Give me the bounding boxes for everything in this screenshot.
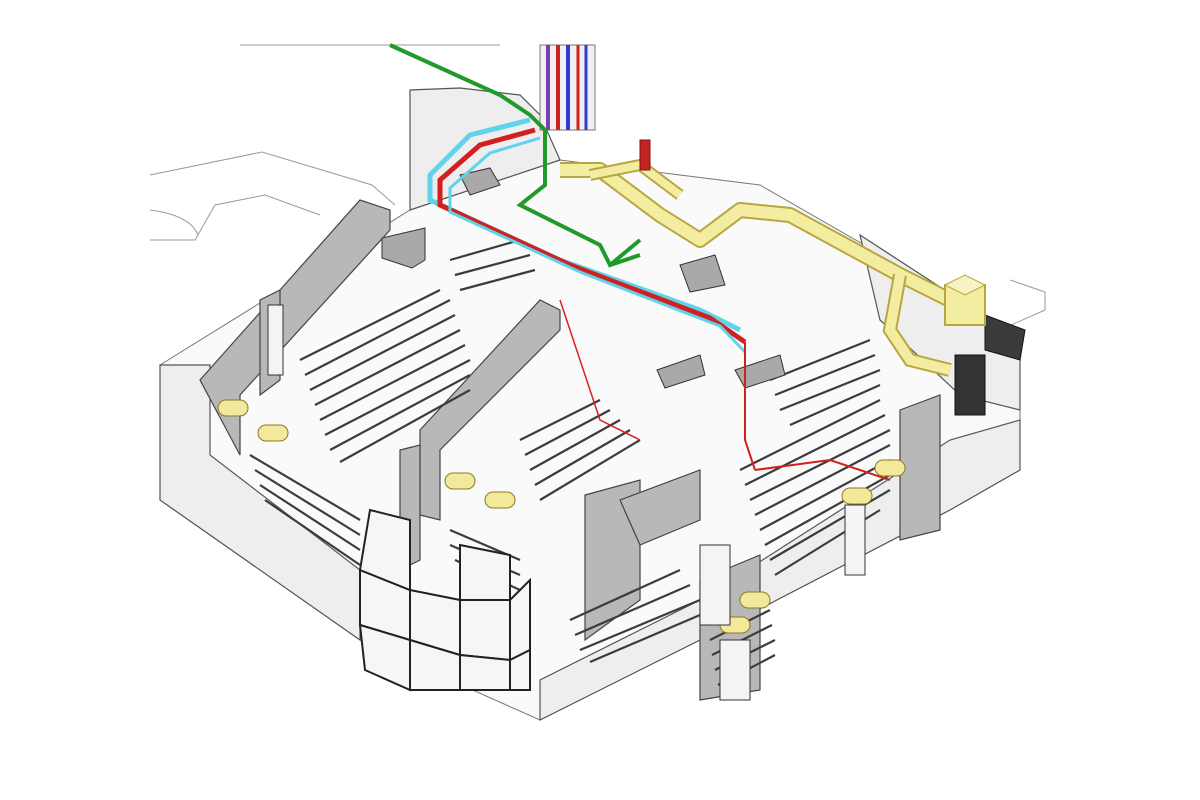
radiators [217, 399, 906, 634]
floor-coil-room-left [249, 289, 471, 566]
manifold-box-center [656, 354, 706, 389]
boiler-unit [459, 167, 501, 196]
radiator [874, 459, 906, 477]
radiator [444, 472, 476, 490]
door-frames [267, 304, 866, 701]
heating-pipes [427, 117, 891, 481]
equipment [381, 167, 1026, 416]
ahu-dark-panel [984, 314, 1026, 361]
floor-coil-room-upper [449, 238, 536, 292]
supply-pipe-center [559, 299, 641, 441]
site-outline [149, 44, 1046, 331]
drain-pipe-main [389, 43, 641, 268]
radiator [739, 591, 771, 609]
drain-pipes [389, 43, 642, 268]
return-pipe-cyan [427, 117, 742, 333]
bay-window [358, 508, 531, 692]
radiator [257, 424, 289, 442]
riser-stack [539, 44, 651, 171]
radiator [217, 399, 249, 417]
manifold-box-right [734, 354, 786, 389]
pump-unit [679, 254, 726, 293]
dark-utility-block [954, 354, 986, 416]
supply-pipe-red-down [744, 342, 756, 471]
radiator [841, 487, 873, 505]
floor-coil-room-right [739, 338, 891, 576]
floor-coil-room-bottom-center [569, 568, 701, 664]
return-pipe-cyan-2 [448, 136, 747, 354]
radiator [484, 491, 516, 509]
wall-cabinet-left [381, 227, 426, 269]
supply-pipe-red [437, 127, 747, 345]
supply-pipe-right-room [754, 458, 891, 481]
